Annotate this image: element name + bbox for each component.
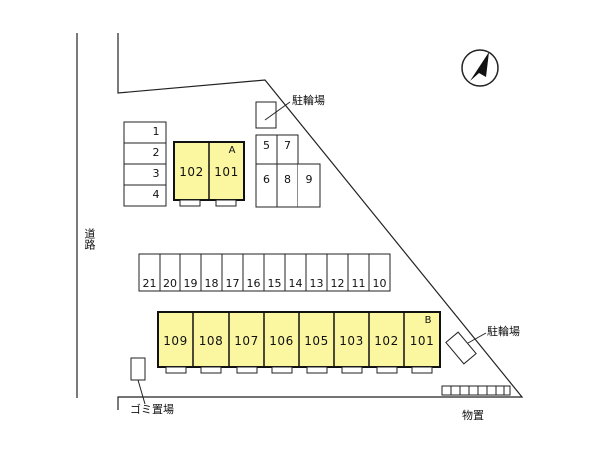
- bike-parking-right-label: 駐輪場: [487, 325, 520, 338]
- unit-number: 101: [214, 165, 239, 179]
- building-b-tag: B: [424, 315, 432, 326]
- bike-parking-top-label: 駐輪場: [292, 94, 325, 107]
- storage-shed: [441, 385, 511, 396]
- parking-space-number: 3: [152, 167, 160, 180]
- parking-space-number: 16: [246, 277, 261, 290]
- parking-space-number: 13: [309, 277, 324, 290]
- site-boundary: [117, 33, 524, 410]
- unit-number: 102: [374, 334, 399, 348]
- parking-space-number: 21: [142, 277, 157, 290]
- parking-space-number: 10: [372, 277, 387, 290]
- unit-number: 107: [234, 334, 259, 348]
- parking-space-number: 18: [204, 277, 219, 290]
- parking-space-number: 11: [351, 277, 366, 290]
- garbage-label: ゴミ置場: [130, 403, 174, 416]
- unit-number: 102: [179, 165, 204, 179]
- building-b: [157, 311, 441, 374]
- building-a: [173, 141, 245, 207]
- parking-space-number: 20: [163, 277, 177, 290]
- parking-space-number: 6: [263, 173, 270, 186]
- parking-space-number: 9: [305, 173, 313, 186]
- building-a-tag: A: [228, 145, 236, 156]
- parking-space-number: 2: [152, 146, 160, 159]
- unit-number: 108: [198, 334, 224, 348]
- parking-space-number: 12: [330, 277, 345, 290]
- north-arrow-icon: [461, 49, 499, 87]
- parking-row-spaces: [138, 253, 391, 292]
- bike-parking-top: [255, 101, 277, 129]
- parking-space-number: 4: [152, 188, 160, 201]
- parking-middle-spaces: [255, 134, 321, 208]
- bike-parking-top-leader: [264, 101, 291, 121]
- parking-left-spaces: [123, 121, 167, 207]
- garbage-area: [130, 357, 146, 405]
- parking-space-number: 19: [183, 277, 198, 290]
- storage-label: 物置: [462, 409, 484, 422]
- road-label: 道路: [83, 228, 96, 250]
- parking-space-number: 1: [152, 125, 160, 138]
- parking-space-number: 15: [267, 277, 282, 290]
- parking-space-number: 8: [284, 173, 291, 186]
- unit-number: 101: [409, 334, 435, 348]
- unit-number: 105: [304, 334, 329, 348]
- parking-space-number: 17: [225, 277, 240, 290]
- parking-space-number: 7: [284, 139, 291, 152]
- parking-space-number: 14: [288, 277, 303, 290]
- unit-number: 109: [163, 334, 188, 348]
- unit-number: 106: [269, 334, 294, 348]
- bike-parking-right: [445, 331, 487, 365]
- unit-number: 103: [339, 334, 364, 348]
- parking-space-number: 5: [263, 139, 270, 152]
